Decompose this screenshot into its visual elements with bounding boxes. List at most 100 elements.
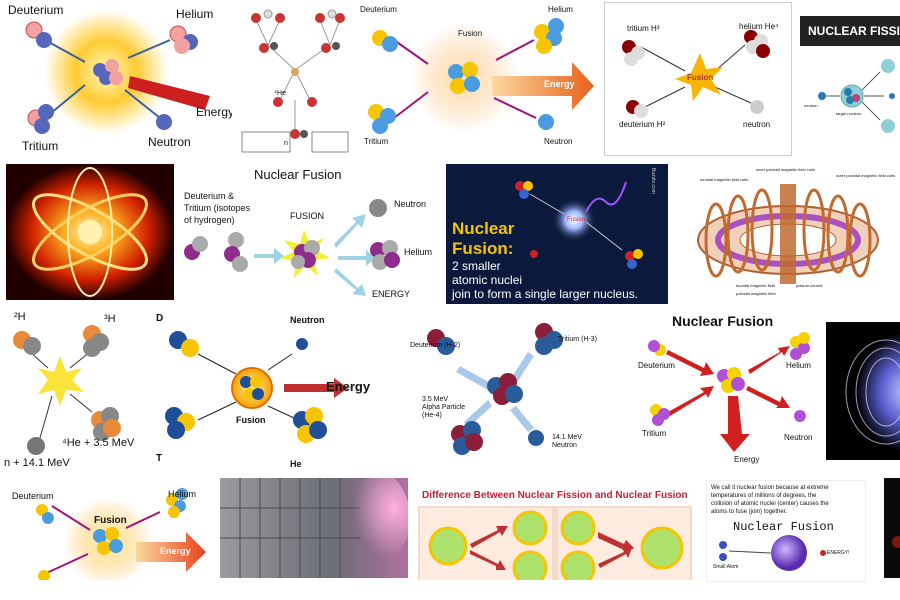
text-line-3: collision of atomic nuclei (center) caus… <box>711 501 829 507</box>
label-energy: ENERGY! <box>827 550 850 556</box>
tile-title: Nuclear Fusion <box>672 313 774 329</box>
label-energy: Energy <box>544 79 575 89</box>
label-neutron: Neutron <box>784 433 813 442</box>
label-neutron-1: 14.1 MeV <box>552 434 582 441</box>
fusion-process-diagram <box>184 199 400 296</box>
tile-title: Difference Between Nuclear Fission and N… <box>422 490 688 501</box>
label-fusion: Fusion <box>236 415 266 425</box>
label-inner-pf: inner poloidal magnetic field coils <box>756 167 815 172</box>
line-3: join to form a single larger nucleus. <box>452 287 639 301</box>
label-tritium: Tritium <box>364 137 389 146</box>
label-fusion: FUSION <box>290 211 325 221</box>
label-deuterium: Deuterium <box>638 361 675 370</box>
tokamak-coils-diagram <box>697 184 879 284</box>
text-line-1: We call it nuclear fusion because at ext… <box>711 485 829 491</box>
label-helium: Helium <box>176 7 214 21</box>
fusion-glow-diagram <box>25 10 210 134</box>
label-tritium: Tritium <box>642 429 667 438</box>
label-alpha-2: Alpha Particle <box>422 404 466 411</box>
result-image-13[interactable]: Deuterium (H-2) Tritium (H-3) 3.5 MeV Al… <box>384 310 620 470</box>
label-he: He <box>290 459 302 469</box>
label-energy: Energy <box>196 105 232 119</box>
result-image-16[interactable]: Deuterium Hélium Fusion Energy <box>0 476 214 580</box>
result-image-4[interactable]: tritium H³ helium He⁴ Fusion deuterium H… <box>604 2 792 156</box>
reaction-schematic <box>241 9 349 153</box>
dark-image-sliver <box>884 478 900 578</box>
label-he: ⁴He + 3.5 MeV <box>62 437 135 449</box>
result-image-2[interactable]: ⁴He n <box>240 0 352 158</box>
label-deuterium: Deuterium <box>12 491 54 501</box>
dt-energy-diagram <box>165 331 348 443</box>
label-neutron: Neutron <box>148 135 191 149</box>
label-tf-coils: toroidal magnetic field coils <box>700 177 749 182</box>
label-d: D <box>156 313 164 324</box>
result-image-20[interactable] <box>884 478 900 578</box>
fission-diagram <box>818 59 895 133</box>
label-neutron: Neutron <box>394 199 427 209</box>
label-helium: Helium <box>404 247 433 257</box>
label-h2: ²H <box>14 311 26 323</box>
result-image-15[interactable] <box>826 322 900 460</box>
fusion-explainer-graphic <box>719 535 826 571</box>
title-nuclear: Nuclear <box>452 219 515 238</box>
label-helium: Helium <box>548 5 573 14</box>
fusion-energy-diagram-2 <box>36 488 206 580</box>
fission-title: NUCLEAR FISSION <box>808 24 900 38</box>
label-tritium: Tritium (H-3) <box>558 336 598 343</box>
result-image-7[interactable]: Nuclear Fusion Deuterium & Tritium (isot… <box>180 164 442 304</box>
label-deuterium: Deuterium <box>360 5 397 14</box>
alpha-neutron-diagram <box>427 323 563 455</box>
title-fusion: Fusion: <box>452 239 514 258</box>
label-tf-field: toroidal magnetic field <box>736 283 775 288</box>
result-image-18[interactable]: Difference Between Nuclear Fission and N… <box>418 486 692 580</box>
text-line-2: temperatures of millions of degrees, the <box>711 493 817 499</box>
result-image-5[interactable]: NUCLEAR FISSION neutron target nucleus <box>800 0 900 144</box>
text-line-4: atoms to fuse (join) together. <box>711 509 788 515</box>
fusion-redarrow-diagram <box>648 332 810 452</box>
label-energy: Energy <box>734 455 760 464</box>
label-alpha-3: (He-4) <box>422 412 442 419</box>
label-n: n + 14.1 MeV <box>4 457 70 469</box>
result-image-9[interactable]: toroidal magnetic field coils inner polo… <box>676 164 900 304</box>
result-image-14[interactable]: Nuclear Fusion Deuterium Helium Tritium … <box>628 310 820 470</box>
label-fusion: Fusion <box>94 515 127 526</box>
label-alpha-1: 3.5 MeV <box>422 396 449 403</box>
label-t: T <box>156 453 163 464</box>
label-small-atom: Small Atom <box>713 564 739 570</box>
result-image-17[interactable] <box>220 478 408 578</box>
label-dt-2: Tritium (isotopes <box>184 203 251 213</box>
reactor-interior-photo <box>220 478 408 578</box>
plasma-torus-render <box>836 332 900 452</box>
label-helium: Hélium <box>168 489 197 499</box>
label-deuterium: Deuterium (H-2) <box>410 342 461 349</box>
result-image-3[interactable]: Deuterium Helium Fusion Energy Tritium N… <box>358 0 596 158</box>
label-tritium: tritium H³ <box>627 24 660 33</box>
fusion-energy-diagram <box>368 18 594 134</box>
result-image-12[interactable]: D T Neutron Energy Fusion He <box>154 310 378 472</box>
site-watermark: Buzzle.com <box>650 168 656 194</box>
result-image-11[interactable]: ²H ³H ⁴He + 3.5 MeV n + 14.1 MeV <box>0 308 148 472</box>
label-fusion: Fusion <box>458 29 483 38</box>
glowing-atom-illustration <box>6 164 174 300</box>
label-outer-pf: outer poloidal magnetic field coils <box>836 173 895 178</box>
label-neutron-2: Neutron <box>552 442 577 449</box>
label-h3: ³H <box>104 313 116 325</box>
result-image-19[interactable]: We call it nuclear fusion because at ext… <box>706 480 866 582</box>
label-he: ⁴He <box>274 90 286 97</box>
label-neutron: Neutron <box>544 137 573 146</box>
result-image-1[interactable]: Deuterium Helium Energy Tritium Neutron <box>0 0 232 158</box>
label-neutron: neutron <box>804 103 818 108</box>
label-helium: helium He⁴ <box>739 22 779 31</box>
line-2: atomic nuclei <box>452 273 523 287</box>
buzzle-fusion-graphic <box>515 181 643 269</box>
result-image-8[interactable]: Nuclear Fusion: 2 smaller atomic nuclei … <box>446 164 668 304</box>
tile-title: Nuclear Fusion <box>254 167 342 182</box>
label-deuterium: deuterium H² <box>619 120 666 129</box>
fission-fusion-comparison <box>420 508 690 580</box>
result-image-6[interactable] <box>6 164 174 300</box>
label-neutron: neutron <box>743 120 771 129</box>
label-pf-field: poloidal magnetic field <box>736 291 776 296</box>
tile-title: Nuclear Fusion <box>733 520 834 534</box>
label-energy: Energy <box>326 379 371 394</box>
label-fusion: Fusion <box>567 217 586 223</box>
